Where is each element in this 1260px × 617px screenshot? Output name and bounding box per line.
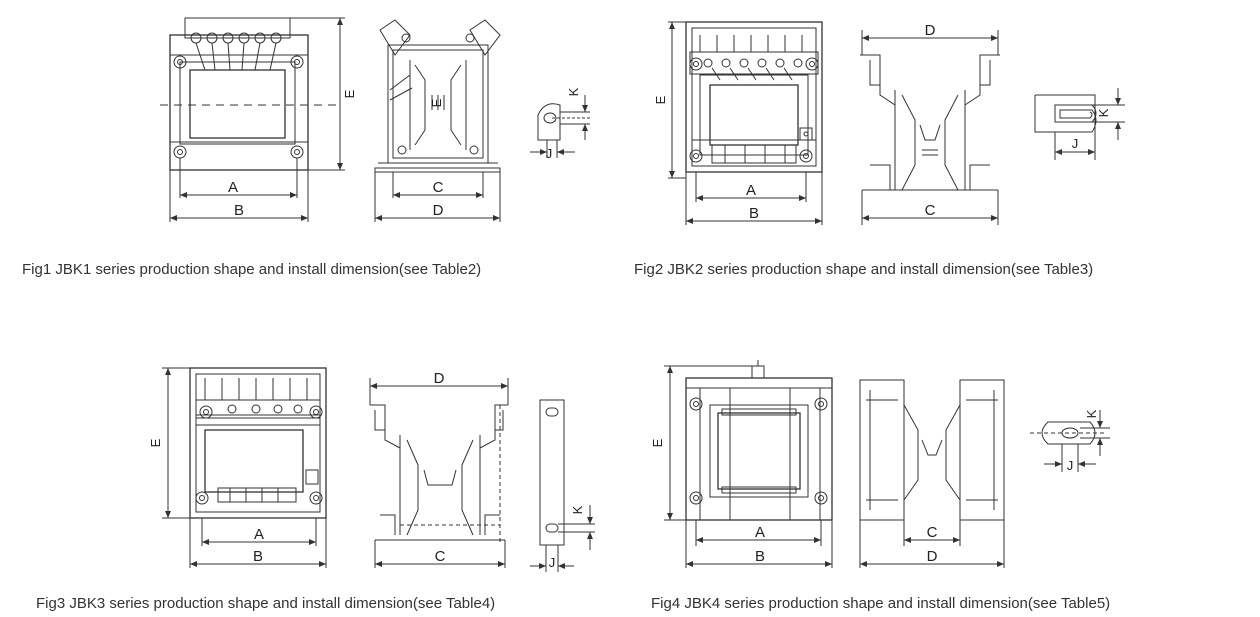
fig4-side-dimensions (859, 500, 1005, 568)
fig3-label-a: A (254, 526, 264, 543)
fig1-mount-holes (173, 55, 304, 159)
fig2-terminal-screws (699, 35, 803, 81)
fig4-label-c: C (927, 524, 938, 541)
fig3-label-d: D (434, 370, 445, 387)
fig2-label-k: K (1096, 108, 1111, 117)
fig2-label-b: B (749, 205, 759, 222)
fig1-front-view (160, 17, 340, 171)
fig4-caption: Fig4 JBK4 series production shape and in… (651, 595, 1111, 612)
fig4-label-a: A (755, 524, 765, 541)
fig2-side-view (860, 54, 1000, 191)
fig1-labels: A B C D E E J K (228, 87, 581, 219)
fig2-label-j: J (1072, 136, 1079, 151)
fig4-slot-detail (1030, 410, 1110, 472)
fig2-label-a: A (746, 182, 756, 199)
fig1-label-d: D (433, 202, 444, 219)
fig2-label-c: C (925, 202, 936, 219)
fig3-label-b: B (253, 548, 263, 565)
fig2-caption: Fig2 JBK2 series production shape and in… (634, 261, 1094, 278)
fig3-labels: A B C D E J K (148, 370, 585, 570)
fig1-front-dimensions (169, 17, 345, 222)
fig2-side-dimensions (861, 30, 999, 225)
fig1-label-core: E (429, 98, 444, 107)
fig3-label-e: E (148, 438, 163, 447)
fig1-label-c: C (433, 179, 444, 196)
fig1-label-j: J (546, 146, 553, 161)
fig3-label-k: K (570, 505, 585, 514)
fig2-front-view (685, 21, 823, 173)
fig4-side-view (859, 379, 1005, 521)
fig3-label-c: C (435, 548, 446, 565)
fig3-slot-detail (530, 399, 595, 572)
fig4-labels: A B C D E J K (650, 409, 1099, 565)
fig2-labels: A B C D E J K (653, 22, 1111, 222)
fig2-label-e: E (653, 95, 668, 104)
fig4-label-b: B (755, 548, 765, 565)
fig1-slot-detail (530, 95, 590, 158)
fig1-label-b: B (234, 202, 244, 219)
fig1-terminal-screws (190, 32, 282, 71)
fig3-terminal-screws (204, 378, 308, 414)
fig3-front-view (189, 367, 327, 519)
fig1-label-k: K (566, 87, 581, 96)
fig2-front-dimensions (668, 21, 823, 225)
fig3-caption: Fig3 JBK3 series production shape and in… (36, 595, 496, 612)
fig4-label-d: D (927, 548, 938, 565)
fig3-side-dimensions (369, 378, 509, 568)
fig2-label-d: D (925, 22, 936, 39)
fig4-label-e: E (650, 438, 665, 447)
fig2-mount-holes (689, 57, 819, 163)
fig4-mount-holes (689, 397, 828, 505)
fig1-label-a: A (228, 179, 238, 196)
fig1-side-dimensions (374, 172, 501, 222)
fig3-label-j: J (549, 555, 556, 570)
fig3-side-view (370, 404, 508, 545)
fig4-front-dimensions (664, 365, 833, 568)
fig3-mount-holes (195, 405, 323, 505)
fig1-caption: Fig1 JBK1 series production shape and in… (22, 261, 482, 278)
fig4-label-j: J (1067, 458, 1074, 473)
fig2-slot-detail (1034, 88, 1125, 160)
fig3-front-dimensions (162, 367, 327, 568)
fig1-side-view (374, 19, 501, 173)
fig1-label-e: E (342, 89, 357, 98)
fig4-front-view (685, 360, 833, 521)
fig4-label-k: K (1084, 409, 1099, 418)
